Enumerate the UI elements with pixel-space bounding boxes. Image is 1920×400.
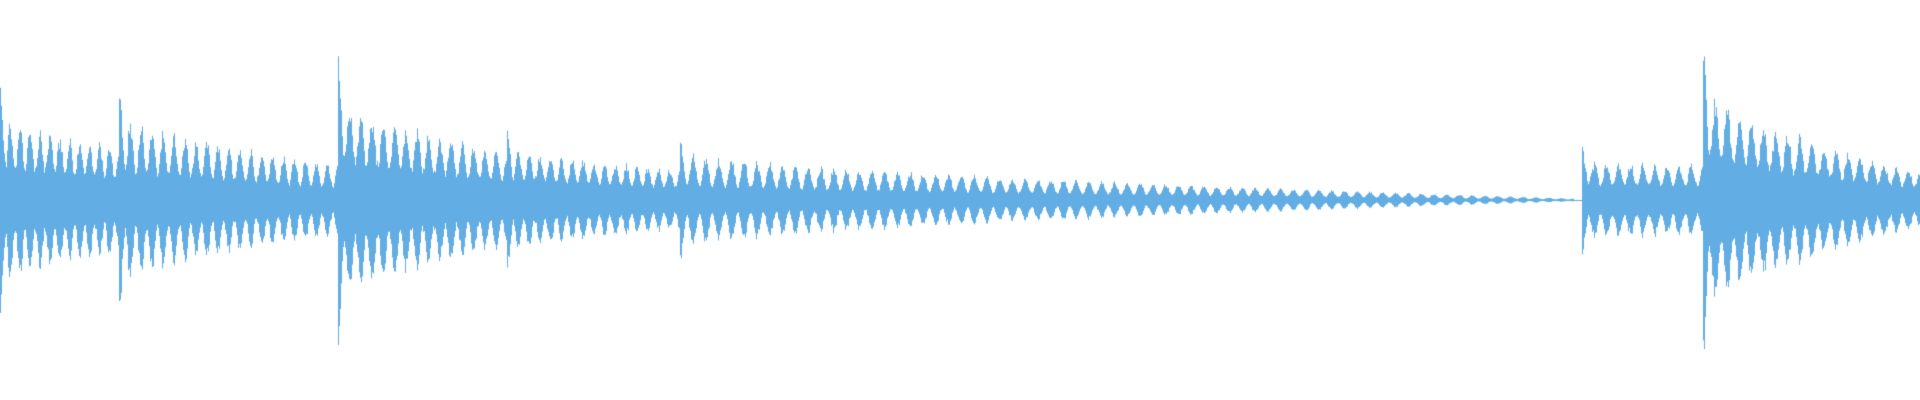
waveform-canvas[interactable] [0,0,1920,400]
audio-waveform-view[interactable] [0,0,1920,400]
